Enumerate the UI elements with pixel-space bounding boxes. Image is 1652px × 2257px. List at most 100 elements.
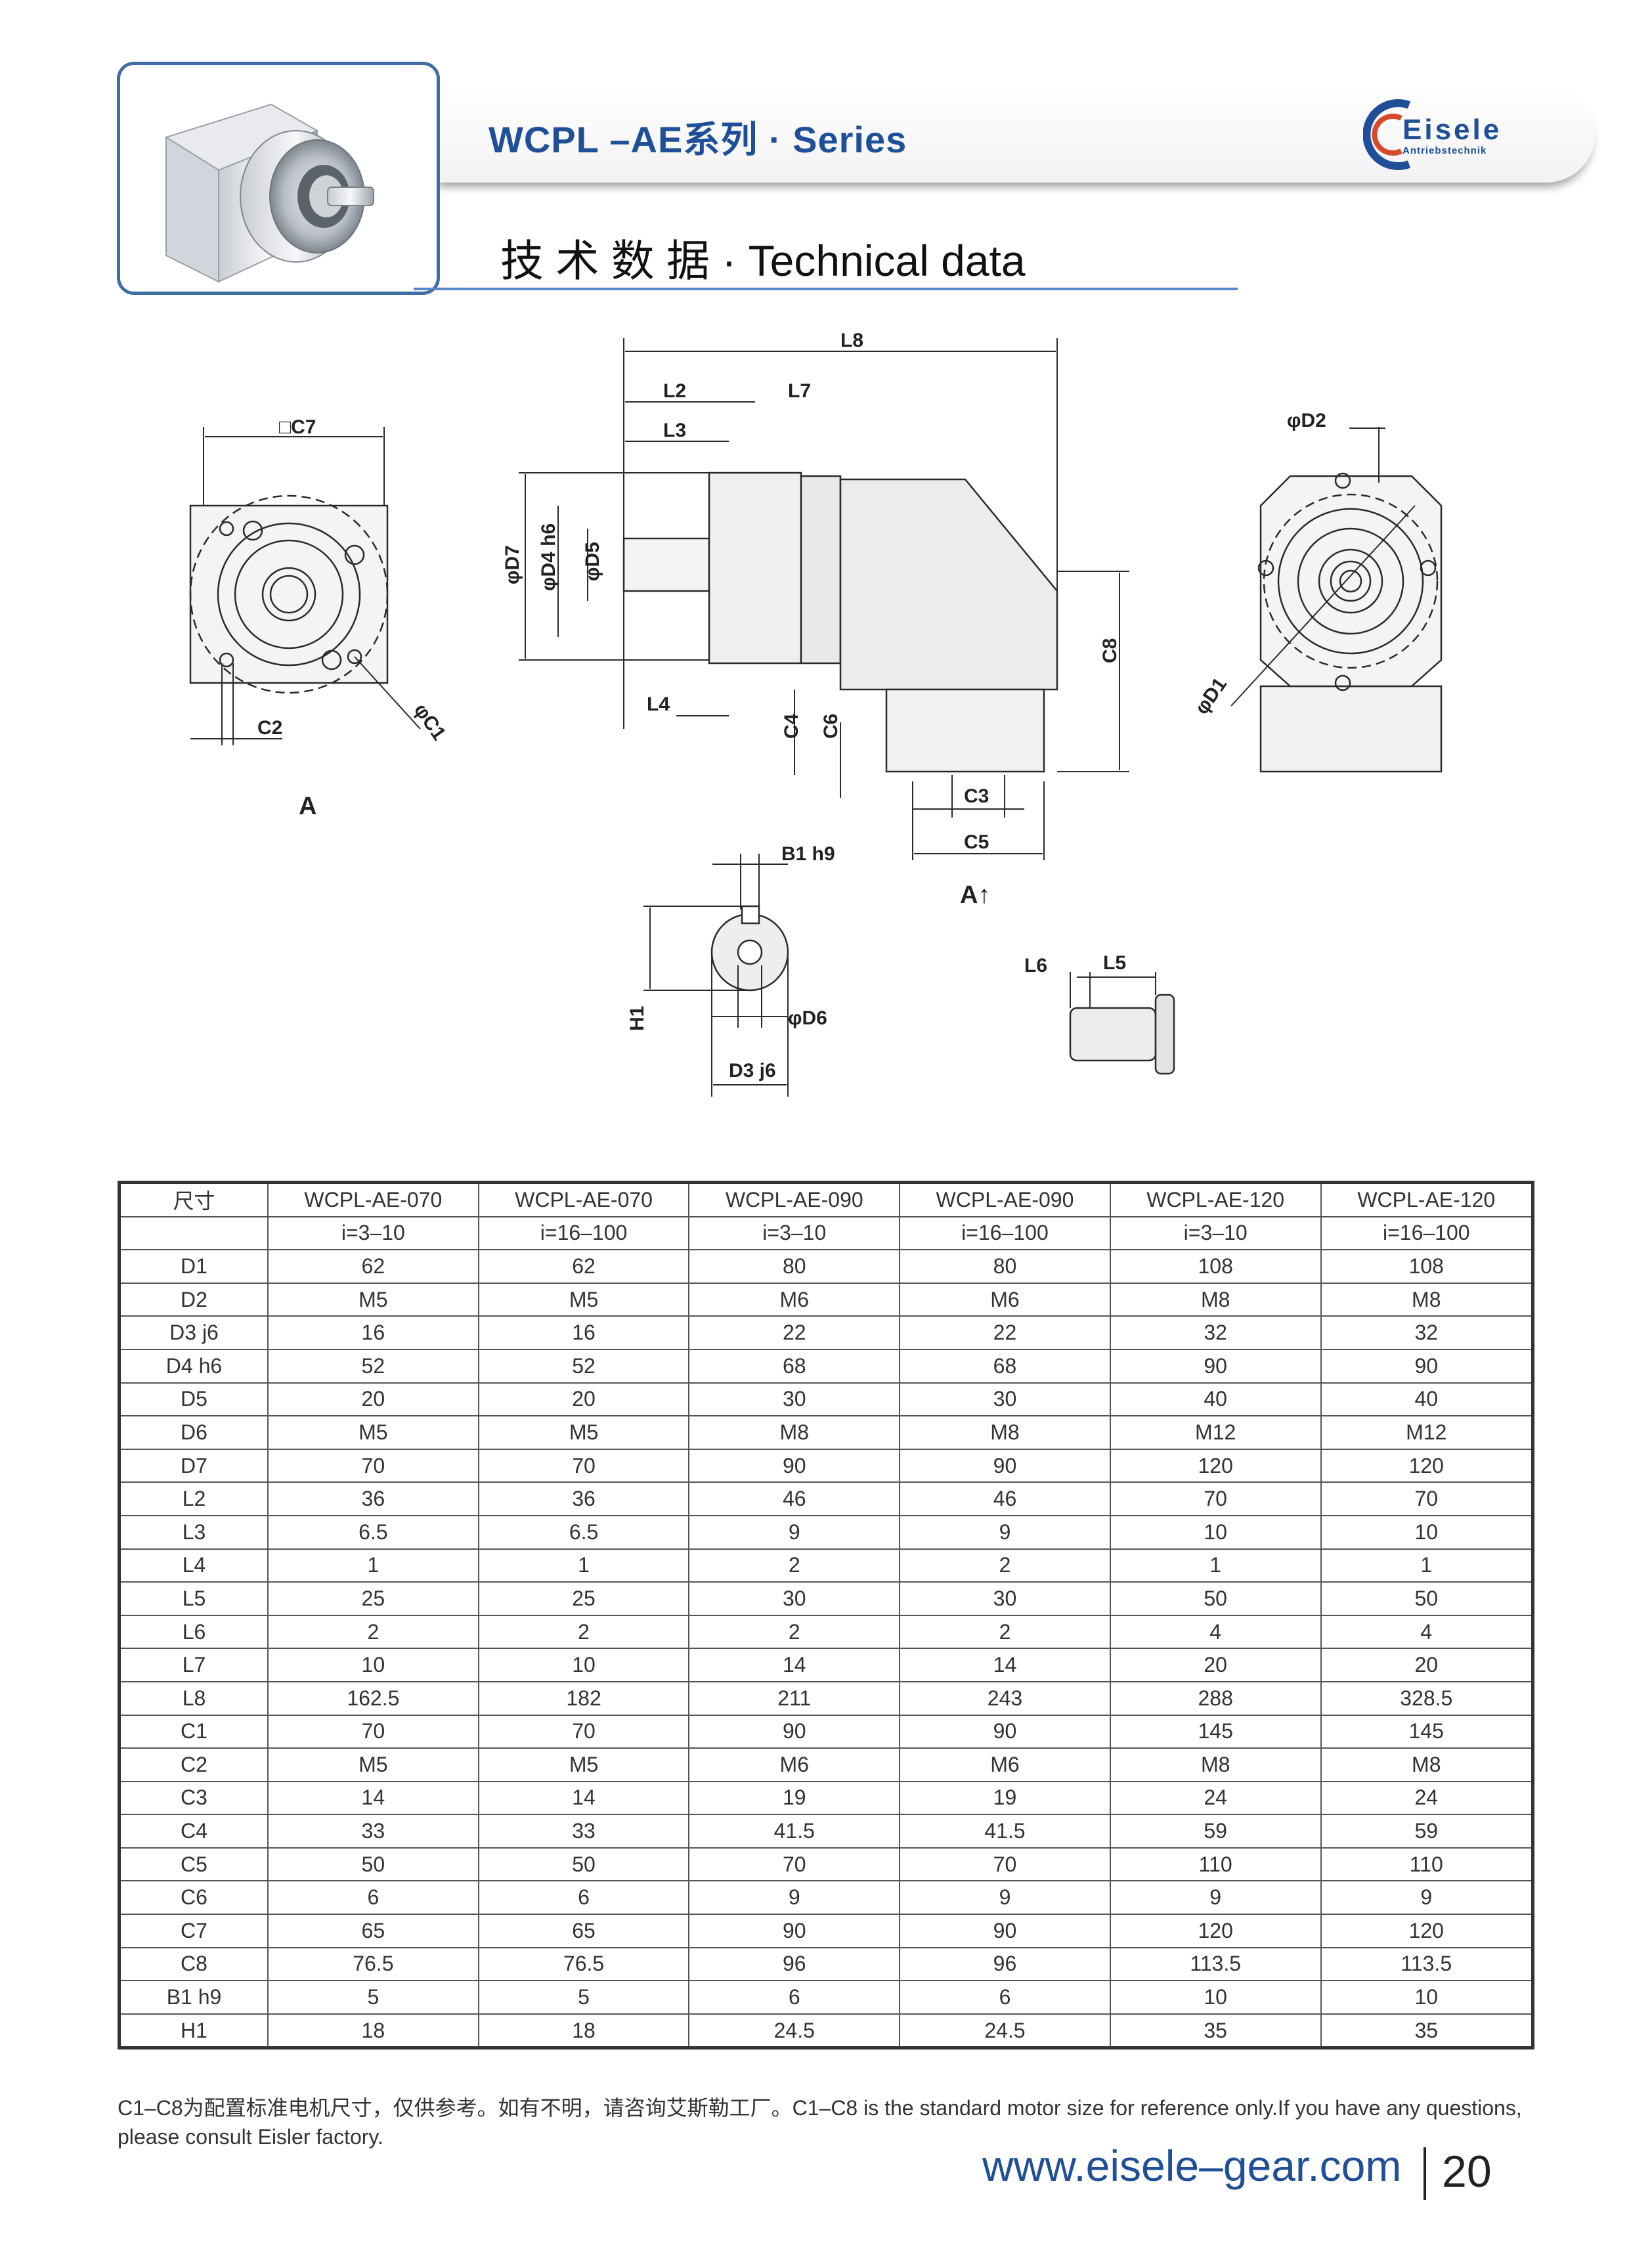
page-number: 20 bbox=[1442, 2147, 1492, 2197]
end-view: φD2 φD1 bbox=[1191, 410, 1443, 773]
label-c6: C6 bbox=[820, 714, 842, 739]
value-cell: 70 bbox=[688, 1847, 901, 1882]
value-cell: 90 bbox=[688, 1914, 901, 1948]
value-cell: M8 bbox=[1109, 1282, 1322, 1317]
value-cell: 2 bbox=[477, 1614, 690, 1650]
value-cell: 14 bbox=[688, 1648, 901, 1682]
row-label-cell: C3 bbox=[118, 1780, 269, 1816]
label-d2: φD2 bbox=[1287, 410, 1326, 431]
value-cell: 19 bbox=[688, 1780, 901, 1816]
model-header-cell: WCPL-AE-120 bbox=[1109, 1181, 1322, 1217]
label-c1: φC1 bbox=[410, 699, 450, 744]
value-cell: M5 bbox=[477, 1282, 690, 1317]
value-cell: M8 bbox=[1320, 1282, 1534, 1317]
label-c4: C4 bbox=[781, 713, 802, 739]
value-cell: M8 bbox=[1109, 1747, 1322, 1782]
side-view: L8 L2 L7 L3 φD7 φD4 h6 φD5 L4 C4 C6 C3 C… bbox=[502, 330, 1129, 909]
row-label-cell: L4 bbox=[118, 1548, 269, 1583]
value-cell: 18 bbox=[267, 2013, 479, 2049]
series-title: WCPL –AE系列 · Series bbox=[489, 119, 907, 160]
value-cell: 96 bbox=[688, 1946, 901, 1982]
value-cell: 25 bbox=[477, 1581, 690, 1616]
value-cell: 18 bbox=[477, 2013, 690, 2049]
value-cell: 20 bbox=[1109, 1648, 1322, 1682]
row-label-cell: D1 bbox=[118, 1249, 269, 1284]
value-cell: 108 bbox=[1320, 1249, 1534, 1284]
value-cell: 90 bbox=[688, 1448, 901, 1483]
value-cell: M12 bbox=[1320, 1415, 1534, 1450]
footer-divider bbox=[1424, 2147, 1426, 2200]
value-cell: 32 bbox=[1320, 1315, 1534, 1350]
label-d7: φD7 bbox=[502, 545, 523, 584]
value-cell: 288 bbox=[1109, 1680, 1322, 1716]
value-cell: 36 bbox=[267, 1481, 479, 1516]
row-label-cell: D3 j6 bbox=[118, 1315, 269, 1350]
ratio-header-cell: i=3–10 bbox=[267, 1216, 479, 1251]
row-label-cell: D5 bbox=[118, 1382, 269, 1417]
shaft-side-view: L6 L5 bbox=[1024, 952, 1175, 1075]
table-corner-cell: 尺寸 bbox=[118, 1181, 269, 1217]
row-label-cell: L6 bbox=[118, 1614, 269, 1650]
value-cell: 120 bbox=[1320, 1448, 1534, 1483]
value-cell: 120 bbox=[1109, 1914, 1322, 1948]
value-cell: 113.5 bbox=[1320, 1946, 1534, 1982]
value-cell: 1 bbox=[1320, 1548, 1534, 1583]
value-cell: 10 bbox=[1109, 1514, 1322, 1550]
value-cell: 70 bbox=[267, 1448, 479, 1483]
ratio-header-cell: i=3–10 bbox=[1109, 1216, 1322, 1251]
value-cell: 9 bbox=[899, 1880, 1111, 1916]
value-cell: M6 bbox=[688, 1747, 901, 1782]
value-cell: M8 bbox=[688, 1415, 901, 1450]
brand-name: Eisele bbox=[1402, 114, 1502, 146]
label-l7: L7 bbox=[788, 380, 811, 402]
value-cell: 4 bbox=[1320, 1614, 1534, 1650]
value-cell: 59 bbox=[1109, 1814, 1322, 1849]
value-cell: 19 bbox=[899, 1780, 1111, 1816]
value-cell: 70 bbox=[1320, 1481, 1534, 1516]
ratio-header-cell: i=16–100 bbox=[1320, 1216, 1534, 1251]
value-cell: 1 bbox=[477, 1548, 690, 1583]
value-cell: M5 bbox=[267, 1415, 479, 1450]
row-label-cell: L3 bbox=[118, 1514, 269, 1550]
value-cell: 110 bbox=[1320, 1847, 1534, 1882]
value-cell: 10 bbox=[1109, 1980, 1322, 2015]
value-cell: 108 bbox=[1109, 1249, 1322, 1284]
value-cell: 41.5 bbox=[899, 1814, 1111, 1849]
value-cell: 46 bbox=[899, 1481, 1111, 1516]
value-cell: 243 bbox=[899, 1680, 1111, 1716]
value-cell: 6 bbox=[477, 1880, 690, 1916]
value-cell: 40 bbox=[1109, 1382, 1322, 1417]
value-cell: 80 bbox=[899, 1249, 1111, 1284]
brand-subtitle: Antriebstechnik bbox=[1402, 145, 1487, 156]
value-cell: M5 bbox=[477, 1415, 690, 1450]
flange-view: □C7 C2 φC1 A bbox=[189, 416, 450, 820]
value-cell: 65 bbox=[267, 1914, 479, 1948]
value-cell: 30 bbox=[899, 1382, 1111, 1417]
value-cell: 6 bbox=[688, 1980, 901, 2015]
label-c2: C2 bbox=[257, 717, 282, 739]
value-cell: 22 bbox=[899, 1315, 1111, 1350]
value-cell: 10 bbox=[477, 1648, 690, 1682]
row-label-cell: L5 bbox=[118, 1581, 269, 1616]
row-label-cell: D7 bbox=[118, 1448, 269, 1483]
label-l3: L3 bbox=[663, 420, 686, 441]
label-d4: φD4 h6 bbox=[538, 523, 559, 591]
shaft-section-view: B1 h9 H1 φD6 D3 j6 bbox=[626, 843, 835, 1097]
value-cell: 20 bbox=[1320, 1648, 1534, 1682]
row-label-cell: D2 bbox=[118, 1282, 269, 1317]
value-cell: 70 bbox=[477, 1714, 690, 1749]
value-cell: 120 bbox=[1320, 1914, 1534, 1948]
value-cell: 10 bbox=[1320, 1980, 1534, 2015]
